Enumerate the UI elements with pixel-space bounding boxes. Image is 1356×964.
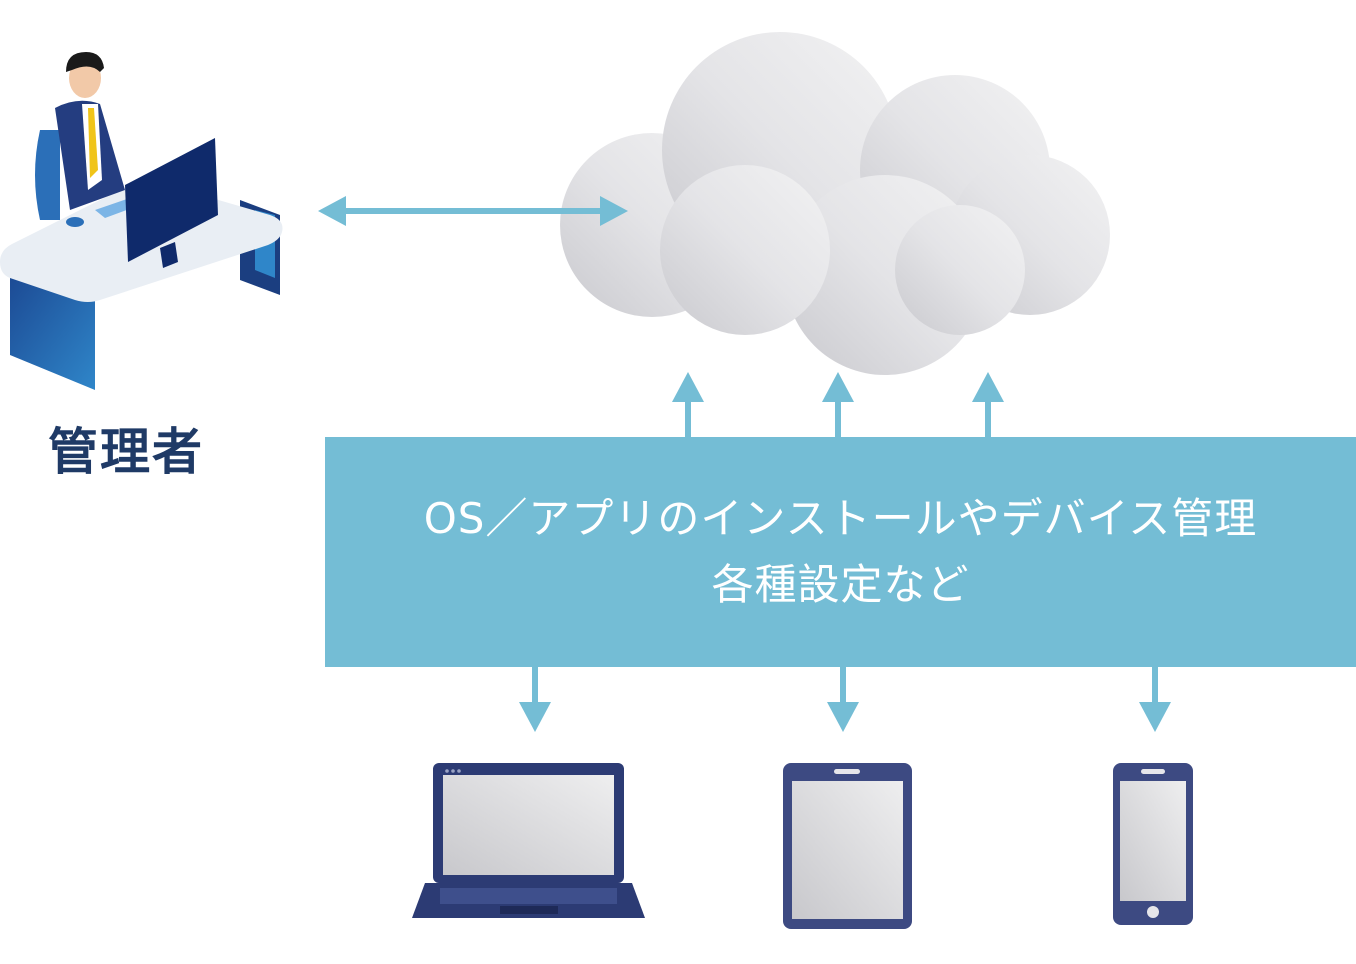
mdm-description-line2: 各種設定など (711, 560, 970, 609)
mdm-function-box: OS／アプリのインストールやデバイス管理 各種設定など (325, 437, 1356, 667)
mdm-description-line1: OS／アプリのインストールやデバイス管理 (423, 494, 1258, 543)
download-arrows (519, 667, 1171, 732)
smartphone-icon (1113, 763, 1193, 925)
laptop-icon (412, 763, 645, 918)
upload-arrows (672, 372, 1004, 437)
cloud-icon (560, 32, 1110, 375)
admin-label: 管理者 (48, 423, 204, 481)
admin-at-desk-icon (0, 52, 283, 390)
tablet-icon (783, 763, 912, 929)
admin-cloud-arrow (318, 196, 628, 226)
